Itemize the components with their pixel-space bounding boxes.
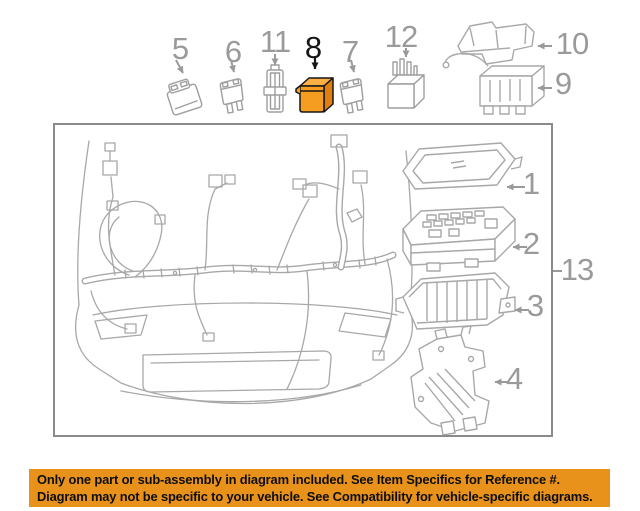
- highlighted-relay-box-icon: [295, 56, 334, 113]
- main-diagram-art: [75, 134, 529, 435]
- fuse-box-lower-housing: [395, 272, 516, 330]
- mini-fuse-icon: [219, 59, 244, 114]
- callout-8-highlighted: 8: [304, 30, 322, 65]
- callout-11: 11: [259, 24, 291, 59]
- callout-5: 5: [171, 31, 189, 66]
- callout-1: 1: [522, 166, 540, 201]
- disclaimer-line-1: Only one part or sub-assembly in diagram…: [37, 472, 560, 487]
- callout-6: 6: [224, 34, 242, 69]
- callout-13: 13: [560, 252, 594, 287]
- callout-10: 10: [555, 26, 589, 61]
- diagram-border: [53, 123, 553, 437]
- callout-4: 4: [505, 361, 523, 396]
- low-profile-fuse-icon: [166, 59, 203, 116]
- callout-3: 3: [526, 288, 544, 323]
- callout-13-tick: [553, 270, 562, 272]
- cartridge-fuse-icon: [263, 54, 287, 113]
- fuse-box-lid: [402, 142, 523, 190]
- mini-fuse-icon: [339, 59, 364, 114]
- fusible-link-block-icon: [442, 52, 552, 115]
- callout-2: 2: [522, 226, 540, 261]
- fuse-box-body: [402, 206, 516, 272]
- callout-7: 7: [341, 34, 359, 69]
- fuse-box-cover-icon: [457, 21, 552, 65]
- callout-12: 12: [384, 19, 418, 54]
- wiring-harness-drawing: [81, 134, 397, 390]
- disclaimer-banner: Only one part or sub-assembly in diagram…: [29, 469, 610, 507]
- disclaimer-line-2: Diagram may not be specific to your vehi…: [37, 488, 593, 504]
- callout-9: 9: [554, 66, 572, 101]
- fuse-box-bracket: [410, 325, 490, 435]
- relay-icon: [387, 48, 425, 109]
- callout-arrows: [494, 183, 529, 386]
